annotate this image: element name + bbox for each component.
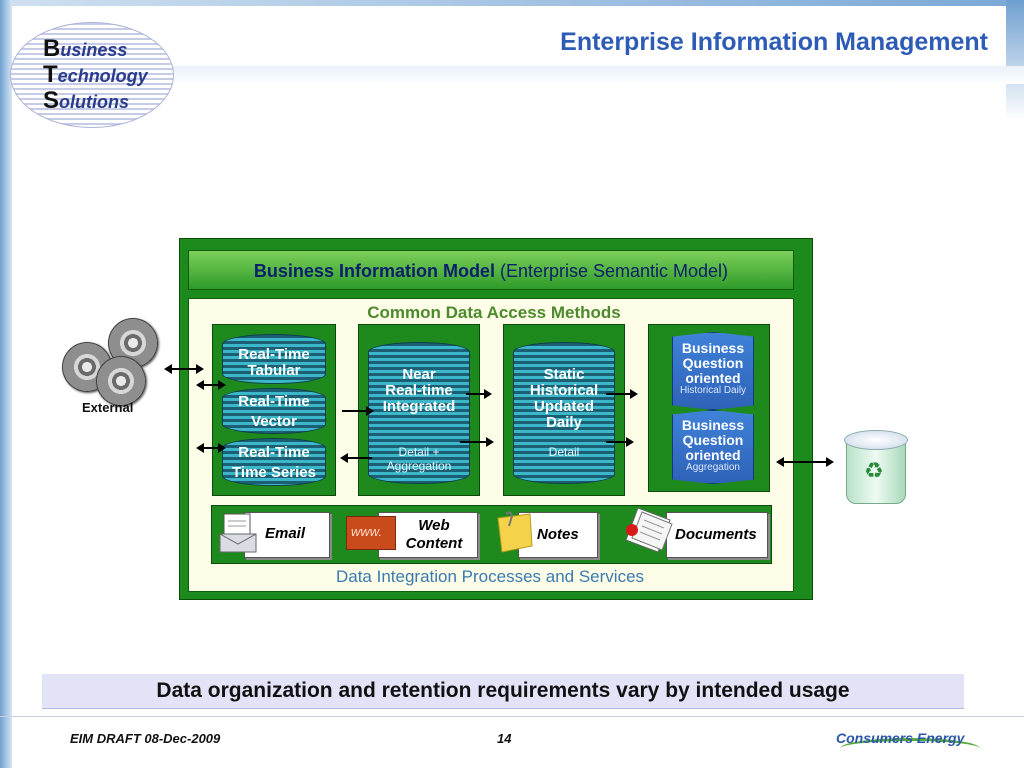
bq2-line1: Business: [681, 417, 745, 433]
realtime-timeseries-store: Real-Time Time Series: [222, 438, 326, 486]
near-to-static-lower-arrow: [460, 437, 494, 447]
title-underline: [160, 66, 1024, 84]
recycle-bin-icon: ♻: [844, 430, 908, 504]
draft-label: EIM DRAFT 08-Dec-2009: [70, 731, 221, 746]
company-name: Consumers Energy: [836, 730, 965, 746]
page-title: Enterprise Information Management: [560, 28, 988, 56]
external-to-realtime-arrow: [164, 364, 204, 374]
near-to-realtime-arrow: [340, 453, 372, 463]
common-data-access-methods-label: Common Data Access Methods: [367, 303, 621, 322]
static-historical-sub: Detail: [548, 445, 580, 459]
near-to-static-arrow: [466, 389, 492, 399]
bim-subtitle: (Enterprise Semantic Model): [499, 261, 729, 281]
realtime-vector-store: Real-Time Vector: [222, 388, 326, 434]
bq2-sub: Aggregation: [686, 462, 740, 473]
realtime-tabular-store: Real-Time Tabular: [222, 334, 326, 384]
web-label-line1: Web: [418, 517, 450, 534]
near-realtime-store: Near Real-time Integrated Detail + Aggre…: [368, 342, 470, 484]
retention-banner: Data organization and retention requirem…: [42, 674, 964, 709]
bq2-line3: oriented: [685, 447, 741, 463]
static-historical-store: Static Historical Updated Daily Detail: [513, 342, 615, 484]
left-accent-bar: [0, 0, 12, 768]
right-accent-bar: [1006, 0, 1024, 120]
realtime-timeseries-line2: Time Series: [232, 464, 316, 481]
realtime-tabular-line2: Tabular: [247, 362, 301, 379]
logo-line-business: Business: [43, 35, 128, 62]
bq2-line2: Question: [682, 432, 744, 448]
envelope-icon: [218, 512, 260, 554]
notes-label: Notes: [537, 526, 579, 543]
data-integration-label: Data Integration Processes and Services: [335, 567, 645, 586]
bim-title: Business Information Model: [253, 261, 495, 281]
bts-logo: Business Technology Solutions: [10, 22, 174, 128]
consumers-energy-logo: Consumers Energy: [830, 726, 982, 758]
business-information-model-bar: Business Information Model (Enterprise S…: [188, 250, 794, 290]
web-label-line2: Content: [405, 535, 463, 552]
sticky-note-icon: [494, 510, 534, 554]
email-source: Email: [244, 512, 330, 558]
documents-label: Documents: [675, 526, 757, 543]
documents-source: Documents: [666, 512, 768, 558]
documents-icon: [622, 506, 674, 556]
realtime-tabular-arrow: [196, 380, 226, 390]
external-label: External: [82, 400, 134, 415]
near-realtime-line3: Integrated: [382, 398, 456, 415]
realtime-vector-line1: Real-Time: [238, 393, 310, 410]
logo-line-solutions: Solutions: [43, 87, 130, 114]
static-historical-line4: Daily: [546, 414, 582, 431]
www-icon: www.: [346, 516, 396, 550]
near-realtime-line1: Near: [402, 366, 436, 383]
near-realtime-line2: Real-time: [385, 382, 453, 399]
static-to-bq-lower-arrow: [606, 437, 634, 447]
cd-disc-icon: [96, 356, 146, 406]
static-historical-line3: Updated: [534, 398, 594, 415]
bq-to-archive-arrow: [776, 457, 834, 467]
logo-line-technology: Technology: [43, 61, 148, 88]
page-number: 14: [497, 731, 512, 746]
near-realtime-sub1: Detail +: [398, 445, 440, 459]
email-label: Email: [265, 525, 306, 542]
realtime-timeseries-line1: Real-Time: [238, 444, 310, 461]
realtime-vector-line2: Vector: [251, 413, 297, 430]
bq1-line3: oriented: [685, 370, 741, 386]
static-historical-line2: Historical: [529, 382, 599, 399]
realtime-to-near-arrow: [342, 406, 374, 416]
business-question-aggregation-cube: Business Question oriented Aggregation: [672, 410, 754, 484]
top-accent-bar: [0, 0, 1024, 6]
static-historical-line1: Static: [543, 366, 585, 383]
near-realtime-sub2: Aggregation: [386, 459, 452, 473]
static-to-bq-arrow: [606, 389, 638, 399]
bq1-line2: Question: [682, 355, 744, 371]
footer-divider: [0, 716, 1024, 717]
realtime-tabular-line1: Real-Time: [238, 346, 310, 363]
bq1-line1: Business: [681, 340, 745, 356]
www-icon-text: www.: [351, 524, 383, 539]
realtime-timeseries-arrow: [196, 443, 226, 453]
bq1-sub: Historical Daily: [679, 385, 747, 396]
business-question-historical-cube: Business Question oriented Historical Da…: [672, 332, 754, 410]
